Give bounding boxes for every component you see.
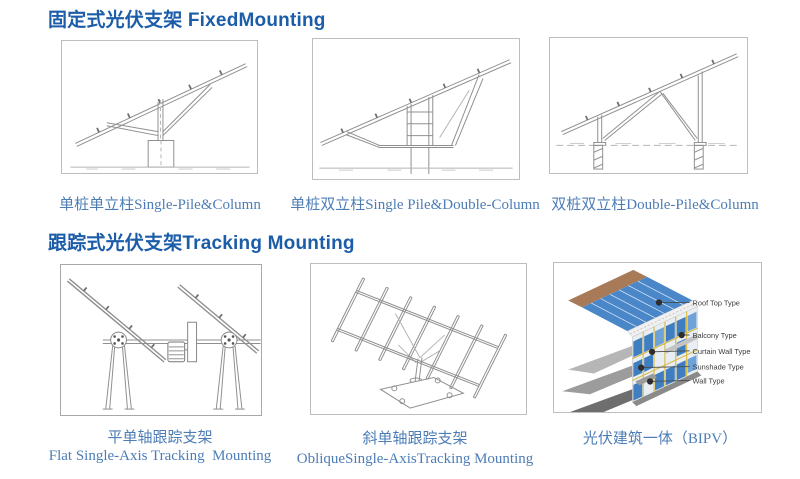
bipv-building-drawing: Roof Top Type Balcony Type Curtain Wall … xyxy=(562,269,751,412)
figure-flat-single-axis-tracker xyxy=(60,264,262,416)
bipv-floor-slab xyxy=(562,365,633,395)
caption-oblique-tracker-en: ObliqueSingle-AxisTracking Mounting xyxy=(296,451,534,467)
flat-single-axis-tracker-drawing xyxy=(66,278,261,410)
bipv-label-wall: Wall Type xyxy=(693,376,725,385)
bipv-roof-ridge xyxy=(568,269,648,308)
bipv-label-curtain-wall: Curtain Wall Type xyxy=(693,347,751,356)
caption-flat-tracker-en: Flat Single-Axis Tracking Mounting xyxy=(48,448,272,464)
caption-single-pile-double-column: 单桩双立柱Single Pile&Double-Column xyxy=(290,197,540,213)
figure-single-pile-double-column xyxy=(312,38,520,180)
figure-bipv-building: Roof Top Type Balcony Type Curtain Wall … xyxy=(553,262,762,413)
caption-single-pile-single-column: 单桩单立柱Single-Pile&Column xyxy=(59,197,261,213)
figure-double-pile-double-column xyxy=(549,37,748,174)
caption-double-pile-double-column: 双桩双立柱Double-Pile&Column xyxy=(551,197,759,213)
bipv-roof-panels xyxy=(582,276,693,332)
single-pile-single-column-drawing xyxy=(70,63,250,170)
bipv-floor-slab xyxy=(568,345,633,374)
double-pile-double-column-drawing xyxy=(556,53,741,170)
bipv-label-roof-top: Roof Top Type xyxy=(693,298,740,307)
figure-single-pile-single-column xyxy=(61,40,258,174)
caption-flat-tracker-zh: 平单轴跟踪支架 xyxy=(107,430,213,446)
single-pile-double-column-drawing xyxy=(319,59,513,175)
caption-bipv: 光伏建筑一体（BIPV） xyxy=(582,431,738,447)
section-heading-fixed-mounting: 固定式光伏支架 FixedMounting xyxy=(48,10,326,31)
figure-oblique-single-axis-tracker xyxy=(310,263,527,415)
bipv-label-balcony: Balcony Type xyxy=(693,331,737,340)
caption-oblique-tracker-zh: 斜单轴跟踪支架 xyxy=(362,431,468,447)
bipv-label-sunshade: Sunshade Type xyxy=(693,363,744,372)
section-heading-tracking-mounting: 跟踪式光伏支架Tracking Mounting xyxy=(48,233,355,254)
oblique-single-axis-tracker-drawing xyxy=(330,277,508,409)
